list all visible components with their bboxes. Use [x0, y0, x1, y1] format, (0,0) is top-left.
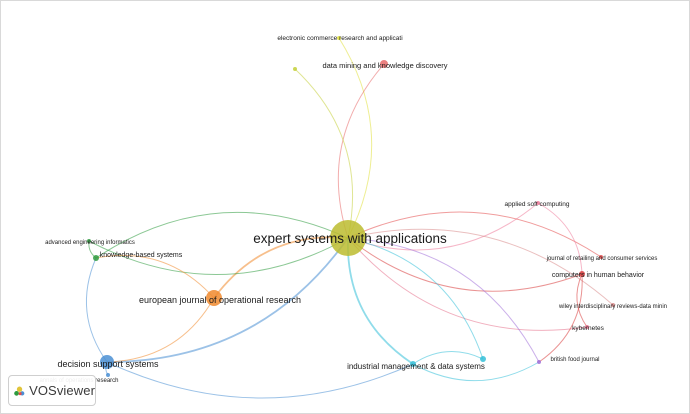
link-eswa-kyb: [347, 237, 588, 331]
node-yellowdot[interactable]: [293, 67, 297, 71]
links-layer: [86, 37, 614, 399]
vosviewer-logo-icon: [14, 386, 25, 396]
node-label-kbs[interactable]: knowledge-based systems: [100, 252, 183, 259]
node-label-imds[interactable]: industrial management & data systems: [347, 362, 485, 371]
node-label-aei[interactable]: advanced engineering informatics: [45, 240, 135, 246]
labels-layer: expert systems with applications european…: [39, 35, 667, 384]
node-kbs[interactable]: [93, 255, 99, 261]
link-dss-kbs: [86, 257, 108, 363]
nodes-layer: [87, 36, 615, 377]
node-chb[interactable]: [579, 271, 585, 277]
link-eswa-chb: [347, 237, 583, 292]
link-dss-imds: [106, 361, 414, 399]
node-aei[interactable]: [87, 239, 91, 243]
link-eswa-ecra: [338, 37, 373, 239]
vosviewer-logo: VOSviewer: [8, 375, 96, 406]
node-label-dmkd[interactable]: data mining and knowledge discovery: [322, 61, 447, 70]
link-eswa-aei: [88, 237, 349, 275]
node-bfj[interactable]: [537, 360, 541, 364]
link-eswa-imds: [347, 237, 414, 365]
node-eswa[interactable]: [330, 220, 366, 256]
link-imds-cyan2: [412, 351, 484, 365]
node-jrcs[interactable]: [599, 255, 603, 259]
node-dmkd[interactable]: [380, 60, 388, 68]
node-label-dss[interactable]: decision support systems: [57, 359, 159, 369]
vosviewer-logo-text: VOSviewer: [29, 383, 95, 398]
node-label-asc[interactable]: applied soft computing: [504, 201, 569, 208]
link-eswa-dss: [106, 237, 349, 363]
node-label-wires[interactable]: wiley interdisciplinary reviews-data min…: [558, 304, 667, 310]
node-kyb[interactable]: [585, 325, 589, 329]
link-eswa-jrcs: [347, 211, 602, 258]
link-imds-bfj: [412, 361, 540, 382]
node-label-chb[interactable]: computers in human behavior: [552, 272, 645, 279]
node-label-ejor[interactable]: european journal of operational research: [139, 295, 301, 305]
node-wires[interactable]: [611, 303, 615, 307]
link-eswa-ejor: [213, 236, 349, 299]
link-asc-chb: [537, 202, 583, 275]
node-dss[interactable]: [100, 355, 114, 369]
node-label-jrcs[interactable]: journal of retailing and consumer servic…: [546, 256, 658, 262]
node-label-kyb[interactable]: kybernetes: [572, 325, 605, 332]
node-ecra[interactable]: [337, 36, 341, 40]
link-ejor-kbs: [95, 254, 215, 299]
node-ejor[interactable]: [206, 290, 222, 306]
node-imds[interactable]: [410, 361, 416, 367]
link-chb-bfj: [538, 273, 583, 363]
link-eswa-cyan2: [347, 237, 484, 360]
link-ejor-dss: [106, 297, 215, 363]
link-eswa-bfj: [347, 237, 540, 363]
node-label-ecra[interactable]: electronic commerce research and applica…: [277, 35, 402, 42]
link-eswa-yellowdot: [294, 68, 354, 239]
node-cyan2[interactable]: [480, 356, 486, 362]
node-aor[interactable]: [106, 373, 110, 377]
link-eswa-dmkd: [337, 63, 385, 239]
node-label-bfj[interactable]: british food journal: [550, 357, 599, 363]
node-label-eswa[interactable]: expert systems with applications: [253, 231, 447, 246]
link-chb-kyb: [576, 273, 588, 328]
link-eswa-kbs: [95, 211, 349, 259]
node-asc[interactable]: [536, 201, 540, 205]
